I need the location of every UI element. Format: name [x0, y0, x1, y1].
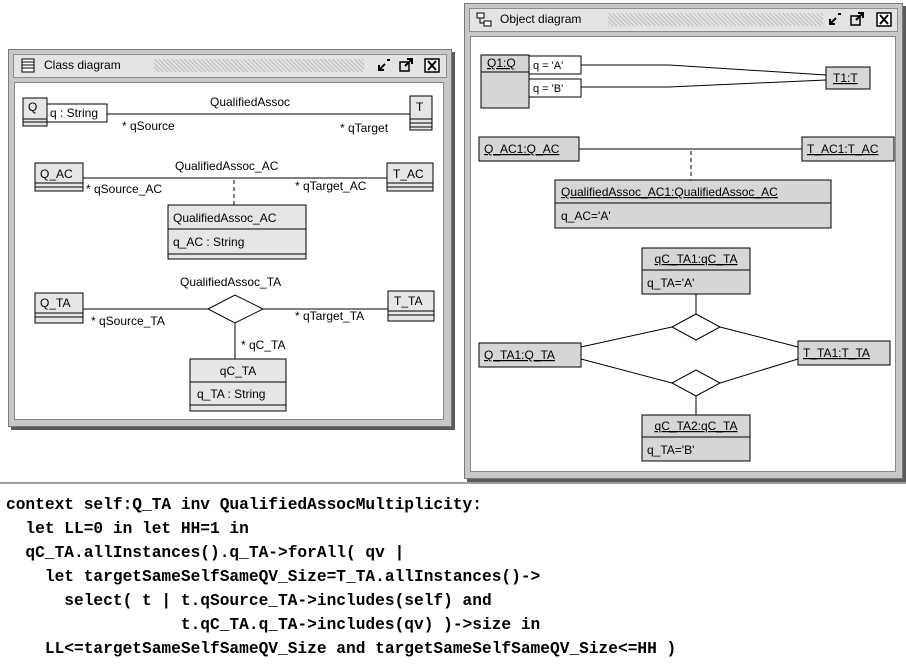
svg-text:q_TA='B': q_TA='B'	[647, 443, 694, 457]
class-q[interactable]: Q	[22, 97, 48, 127]
titlebar-grip	[154, 59, 364, 72]
object-t-ta1[interactable]: T_TA1:T_TA	[797, 340, 891, 366]
object-qc-ta1[interactable]: qC_TA1:qC_TA q_TA='A'	[641, 247, 751, 295]
q-target-role: * qTarget	[340, 121, 389, 135]
object-t-ac1[interactable]: T_AC1:T_AC	[801, 136, 895, 162]
svg-text:q = 'B': q = 'B'	[533, 83, 563, 95]
qualifier-q[interactable]: q : String	[46, 103, 108, 123]
class-diagram-window: Class diagram QualifiedAssoc * qSource *…	[8, 49, 452, 427]
object-diagram-canvas: Q1:Q q = 'A' q = 'B' T1:T Q_AC1:Q_AC	[470, 36, 896, 472]
ocl-line-3: qC_TA.allInstances().q_TA->forAll( qv |	[6, 544, 405, 562]
close-icon[interactable]	[876, 12, 892, 27]
svg-text:Q: Q	[28, 100, 37, 114]
qc-ta-role: * qC_TA	[241, 338, 285, 352]
titlebar-grip	[608, 13, 823, 26]
object-qualified-assoc-ac1[interactable]: QualifiedAssoc_AC1:QualifiedAssoc_AC q_A…	[554, 179, 832, 229]
object-qc-ta2[interactable]: qC_TA2:qC_TA q_TA='B'	[641, 414, 751, 462]
class-qualified-assoc-ac[interactable]: QualifiedAssoc_AC q_AC : String	[167, 204, 307, 260]
svg-text:Q_AC1:Q_AC: Q_AC1:Q_AC	[484, 142, 560, 156]
svg-text:T1:T: T1:T	[833, 71, 858, 85]
link-diamond2-t-ta1	[719, 358, 799, 384]
object-q-ta1[interactable]: Q_TA1:Q_TA	[478, 342, 582, 368]
qualified-assoc-ac-label: QualifiedAssoc_AC	[175, 159, 279, 173]
class-diagram-canvas: QualifiedAssoc * qSource * qTarget Q q :…	[14, 82, 444, 420]
ocl-line-2: let LL=0 in let HH=1 in	[6, 520, 249, 538]
object-q-ac1[interactable]: Q_AC1:Q_AC	[478, 136, 580, 162]
class-t-ac[interactable]: T_AC	[386, 162, 434, 192]
maximize-icon[interactable]	[849, 12, 865, 27]
link-q1-t1-a	[581, 64, 827, 76]
svg-text:T_TA1:T_TA: T_TA1:T_TA	[803, 346, 870, 360]
svg-text:q = 'A': q = 'A'	[533, 60, 563, 72]
svg-text:T: T	[416, 100, 424, 114]
q-source-ac-role: * qSource_AC	[86, 182, 162, 196]
link-q-ta1-diamond1	[580, 326, 673, 348]
svg-text:q_TA : String: q_TA : String	[197, 387, 265, 401]
maximize-icon[interactable]	[398, 58, 414, 73]
qualifier-value-b[interactable]: q = 'B'	[528, 78, 582, 98]
class-q-ta[interactable]: Q_TA	[34, 292, 84, 324]
class-t-ta[interactable]: T_TA	[387, 290, 435, 322]
svg-text:T_AC: T_AC	[393, 167, 424, 181]
ocl-line-7: LL<=targetSameSelfSameQV_Size and target…	[6, 640, 677, 658]
ocl-line-4: let targetSameSelfSameQV_Size=T_TA.allIn…	[6, 568, 541, 586]
q-target-ac-role: * qTarget_AC	[295, 179, 367, 193]
object-diagram-icon	[476, 12, 492, 27]
class-diagram-titlebar[interactable]: Class diagram	[13, 54, 447, 78]
svg-text:q_AC : String: q_AC : String	[173, 235, 244, 249]
ocl-line-5: select( t | t.qSource_TA->includes(self)…	[6, 592, 492, 610]
object-diagram-titlebar[interactable]: Object diagram	[469, 8, 898, 32]
svg-text:Q_TA: Q_TA	[40, 296, 70, 310]
class-q-ac[interactable]: Q_AC	[34, 162, 84, 192]
q-target-ta-role: * qTarget_TA	[295, 309, 364, 323]
svg-text:qC_TA1:qC_TA: qC_TA1:qC_TA	[655, 252, 738, 266]
svg-text:q_TA='A': q_TA='A'	[647, 276, 694, 290]
svg-text:qC_TA: qC_TA	[220, 364, 256, 378]
link-diamond-2	[670, 369, 722, 397]
class-qc-ta[interactable]: qC_TA q_TA : String	[189, 358, 287, 412]
object-diagram-svg: Q1:Q q = 'A' q = 'B' T1:T Q_AC1:Q_AC	[478, 54, 895, 462]
qualified-assoc-ta-label: QualifiedAssoc_TA	[180, 275, 281, 289]
class-t[interactable]: T	[409, 95, 433, 131]
qualified-assoc-label: QualifiedAssoc	[210, 95, 290, 109]
link-q1-t1-b	[581, 79, 827, 88]
ocl-line-1: context self:Q_TA inv QualifiedAssocMult…	[6, 496, 482, 514]
ternary-diamond	[206, 294, 265, 324]
link-diamond-1	[670, 313, 722, 341]
close-icon[interactable]	[424, 58, 440, 73]
svg-text:qC_TA2:qC_TA: qC_TA2:qC_TA	[655, 419, 738, 433]
object-t1[interactable]: T1:T	[825, 66, 871, 90]
svg-text:Q_TA1:Q_TA: Q_TA1:Q_TA	[484, 348, 555, 362]
svg-text:Q_AC: Q_AC	[40, 167, 73, 181]
link-diamond1-t-ta1	[719, 326, 799, 348]
svg-text:QualifiedAssoc_AC: QualifiedAssoc_AC	[173, 211, 277, 225]
svg-text:q_AC='A': q_AC='A'	[561, 209, 611, 223]
svg-text:QualifiedAssoc_AC1:QualifiedAs: QualifiedAssoc_AC1:QualifiedAssoc_AC	[561, 185, 778, 199]
svg-text:T_AC1:T_AC: T_AC1:T_AC	[807, 142, 879, 156]
class-diagram-svg: QualifiedAssoc * qSource * qTarget Q q :…	[22, 95, 435, 412]
qualifier-value-a[interactable]: q = 'A'	[528, 55, 582, 75]
ocl-constraint-panel: context self:Q_TA inv QualifiedAssocMult…	[0, 482, 906, 666]
svg-text:q : String: q : String	[50, 106, 98, 120]
svg-text:Q1:Q: Q1:Q	[487, 56, 516, 70]
svg-text:T_TA: T_TA	[394, 294, 422, 308]
object-diagram-window: Object diagram Q1:Q q = 'A'	[464, 3, 903, 479]
q-source-role: * qSource	[122, 119, 175, 133]
object-diagram-title: Object diagram	[500, 12, 586, 26]
class-diagram-icon	[20, 58, 36, 73]
object-q1[interactable]: Q1:Q	[480, 54, 530, 109]
link-q-ta1-diamond2	[580, 358, 673, 384]
minimize-icon[interactable]	[827, 12, 843, 27]
class-diagram-title: Class diagram	[44, 58, 125, 72]
minimize-icon[interactable]	[376, 58, 392, 73]
q-source-ta-role: * qSource_TA	[91, 314, 165, 328]
ocl-line-6: t.qC_TA.q_TA->includes(qv) )->size in	[6, 616, 541, 634]
